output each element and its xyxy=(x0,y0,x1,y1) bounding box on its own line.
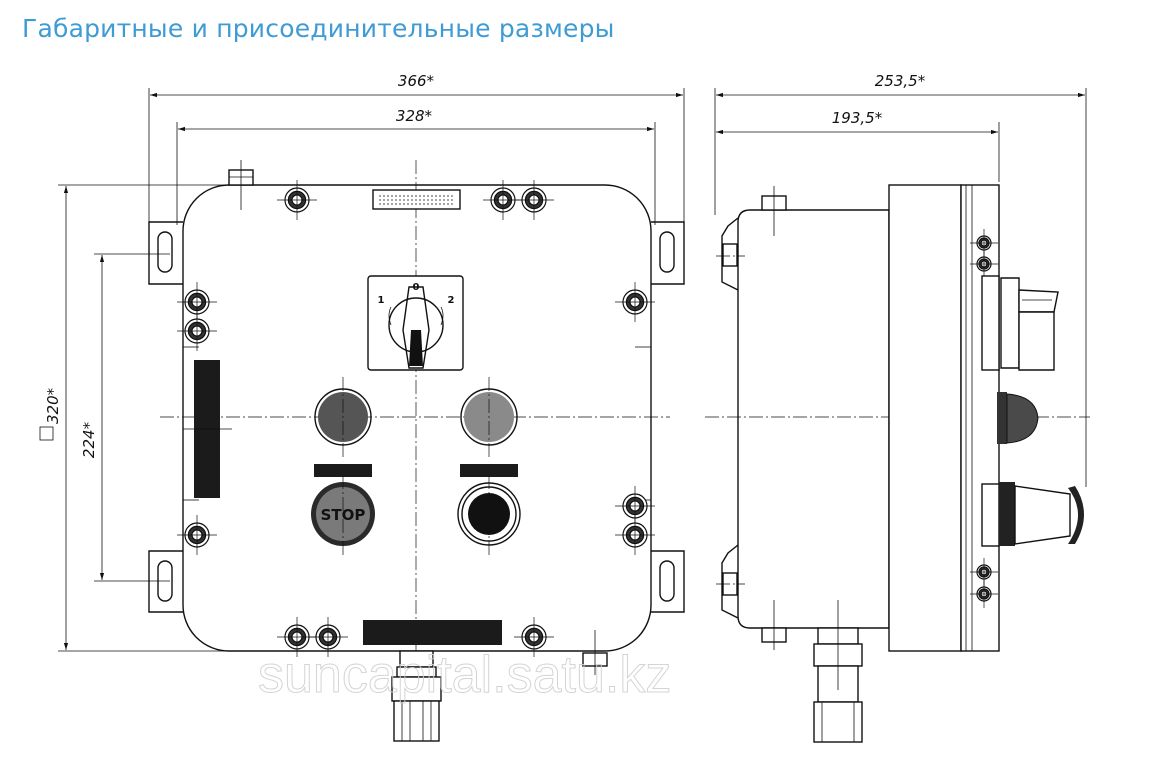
mounting-bracket-top-right xyxy=(651,221,685,285)
dimension-overall-depth: 253,5* xyxy=(714,72,1087,487)
cable-gland-front xyxy=(391,650,442,742)
screw-icon xyxy=(615,515,655,555)
screw-icon xyxy=(483,180,523,220)
ground-bolt-bottom-icon xyxy=(582,630,608,675)
watermark: suncapital.satu.kz xyxy=(258,646,671,704)
dimension-overall-width: 366* xyxy=(148,72,685,222)
cover-screws xyxy=(177,180,655,657)
screw-icon xyxy=(177,515,217,555)
screw-icon xyxy=(970,558,998,586)
screw-icon xyxy=(514,617,554,657)
indicator-lamp-right xyxy=(460,377,518,457)
screw-icon xyxy=(308,617,348,657)
lamp-side xyxy=(997,392,1039,444)
dimension-mount-height: 224* xyxy=(80,253,170,582)
screw-icon xyxy=(970,229,998,257)
dim-body-depth-label: 193,5* xyxy=(832,109,883,127)
selector-position-0: 0 xyxy=(413,282,420,293)
front-view: 366* 328* 320* 224* xyxy=(39,72,685,742)
cable-gland-side xyxy=(813,600,863,743)
mounting-bracket-bottom-left xyxy=(148,550,183,613)
selector-position-1: 1 xyxy=(378,295,385,306)
selector-position-2: 2 xyxy=(448,295,455,306)
label-plate-stop xyxy=(314,464,372,477)
screw-icon xyxy=(177,282,217,322)
screw-icon xyxy=(177,311,217,351)
dimension-body-depth: 193,5* xyxy=(716,109,1000,182)
dim-inner-width-label: 328* xyxy=(396,107,433,125)
label-plate-start xyxy=(460,464,518,477)
square-symbol xyxy=(39,426,54,441)
page-title: Габаритные и присоединительные размеры xyxy=(22,14,615,43)
side-view: 253,5* 193,5* xyxy=(705,72,1090,743)
indicator-lamp-left xyxy=(314,377,372,457)
screw-icon xyxy=(970,250,998,278)
dim-overall-height-label: 320* xyxy=(44,387,62,424)
dim-overall-depth-label: 253,5* xyxy=(875,72,926,90)
dimension-overall-height: 320* xyxy=(39,184,240,652)
screw-icon xyxy=(277,617,317,657)
screw-icon xyxy=(277,180,317,220)
start-button xyxy=(457,475,521,555)
screw-icon xyxy=(970,580,998,608)
dimension-inner-width: 328* xyxy=(176,107,656,225)
ground-bolt-icon xyxy=(228,160,254,210)
side-screws xyxy=(970,229,998,608)
selector-switch: 1 0 2 xyxy=(367,275,464,371)
screw-icon xyxy=(514,180,554,220)
screw-icon xyxy=(615,282,655,322)
side-cover xyxy=(888,184,962,652)
stop-button: STOP xyxy=(311,475,375,555)
mounting-bracket-bottom-right xyxy=(651,550,685,613)
nameplate xyxy=(372,189,461,210)
selector-side xyxy=(981,275,1059,371)
dim-mount-height-label: 224* xyxy=(80,421,98,458)
stop-button-side xyxy=(981,482,1084,547)
mounting-bracket-top-left xyxy=(148,221,183,285)
side-front-panel xyxy=(960,184,1000,652)
enclosure-body xyxy=(182,184,652,652)
side-body xyxy=(737,209,890,629)
dim-overall-width-label: 366* xyxy=(398,72,435,90)
label-plate-bottom xyxy=(363,620,502,645)
